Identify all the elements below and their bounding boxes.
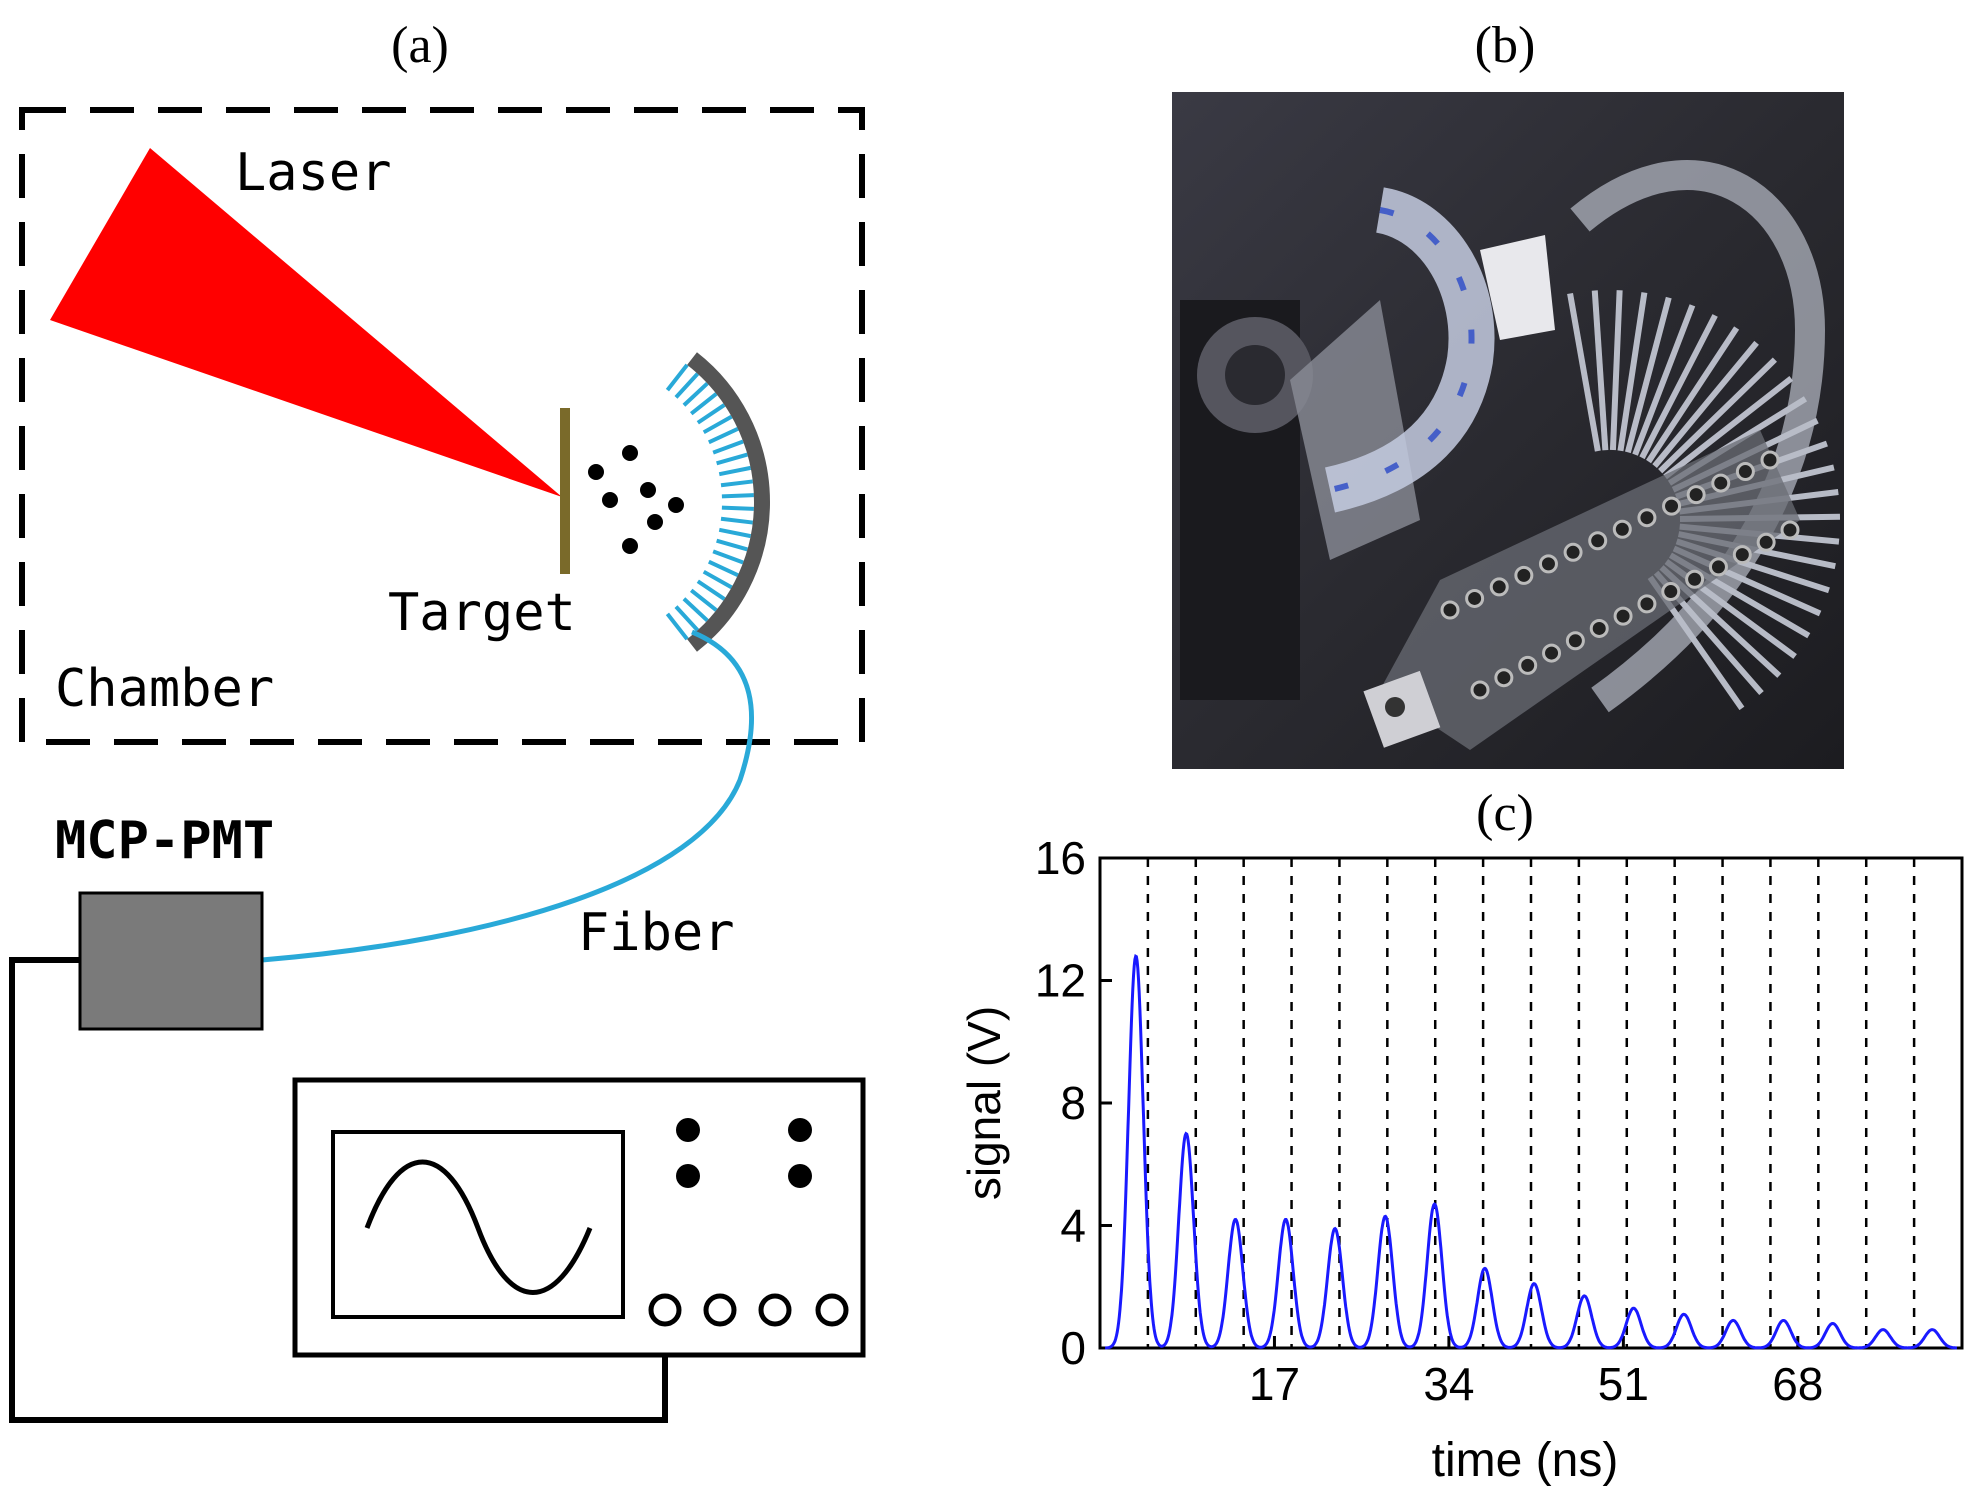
optical-fiber <box>261 629 755 963</box>
signal-series-line <box>1105 954 1957 1350</box>
y-tick-label: 0 <box>1060 1322 1086 1374</box>
y-tick-label: 4 <box>1060 1200 1086 1252</box>
target-plate <box>560 408 570 574</box>
x-tick-label: 51 <box>1598 1358 1649 1410</box>
x-tick-label: 34 <box>1423 1358 1474 1410</box>
laser-label: Laser <box>235 143 392 203</box>
oscilloscope-knobs <box>676 1118 812 1188</box>
signal-cable <box>9 957 668 1423</box>
chart-grid <box>1146 858 1916 1348</box>
fiber-array-detector <box>665 352 770 652</box>
signal-chart: 0 4 8 12 16 17 34 51 68 <box>1035 832 1964 1410</box>
oscilloscope <box>292 1077 866 1358</box>
ion-particles <box>588 445 684 554</box>
panel-c-label: (c) <box>1476 785 1534 842</box>
y-tick-label: 12 <box>1035 955 1086 1007</box>
fiber-label: Fiber <box>578 903 735 963</box>
signal-peaks <box>1136 956 1933 1330</box>
oscilloscope-ports <box>648 1293 849 1327</box>
y-tick-label: 16 <box>1035 832 1086 884</box>
panel-b-label: (b) <box>1475 17 1536 74</box>
chamber-label: Chamber <box>55 659 274 719</box>
x-tick-label: 17 <box>1249 1358 1300 1410</box>
x-tick-label: 68 <box>1772 1358 1823 1410</box>
y-tick-label: 8 <box>1060 1077 1086 1129</box>
panel-a-label: (a) <box>391 17 449 74</box>
chart-x-axis-label: time (ns) <box>1432 1434 1619 1487</box>
target-label: Target <box>388 583 576 643</box>
sine-wave-icon <box>364 1159 593 1295</box>
apparatus-photo <box>1172 92 1844 769</box>
laser-beam <box>50 148 562 497</box>
chamber-boundary <box>19 107 865 745</box>
mcp-pmt-box <box>78 891 264 1031</box>
chart-y-axis-label: signal (V) <box>958 1006 1010 1200</box>
mcp-pmt-label: MCP-PMT <box>55 811 274 871</box>
